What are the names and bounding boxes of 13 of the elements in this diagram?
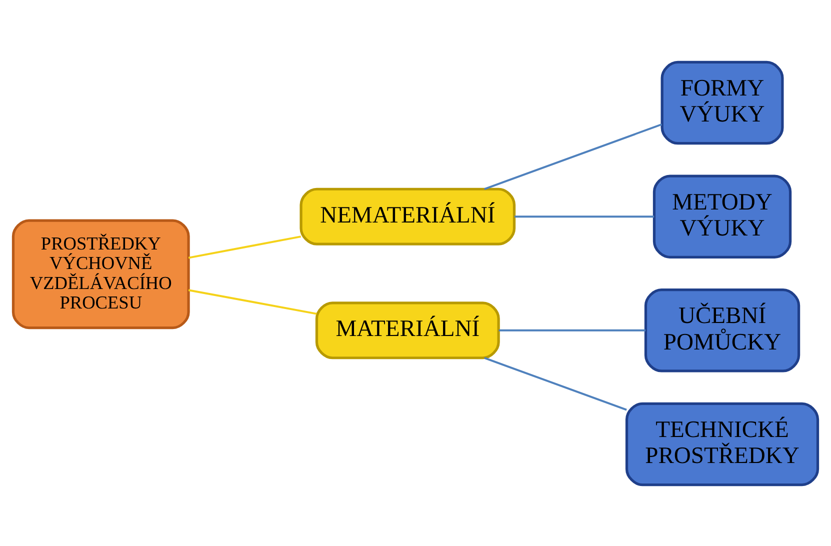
connector (514, 215, 654, 218)
node-box: METODY VÝUKY (652, 174, 792, 258)
node-box: NEMATERIÁLNÍ (300, 187, 516, 245)
node-box: FORMY VÝUKY (660, 60, 784, 144)
node-box: UČEBNÍ POMŮCKY (644, 288, 800, 372)
connector (498, 328, 646, 331)
node-box: MATERIÁLNÍ (315, 301, 500, 359)
connector (484, 122, 662, 190)
connector (188, 288, 317, 314)
node-box: PROSTŘEDKY VÝCHOVNĚ VZDĚLÁVACÍHO PROCESU (12, 218, 190, 329)
connector (188, 235, 302, 258)
node-box: TECHNICKÉ PROSTŘEDKY (625, 402, 820, 486)
connector (484, 356, 627, 410)
